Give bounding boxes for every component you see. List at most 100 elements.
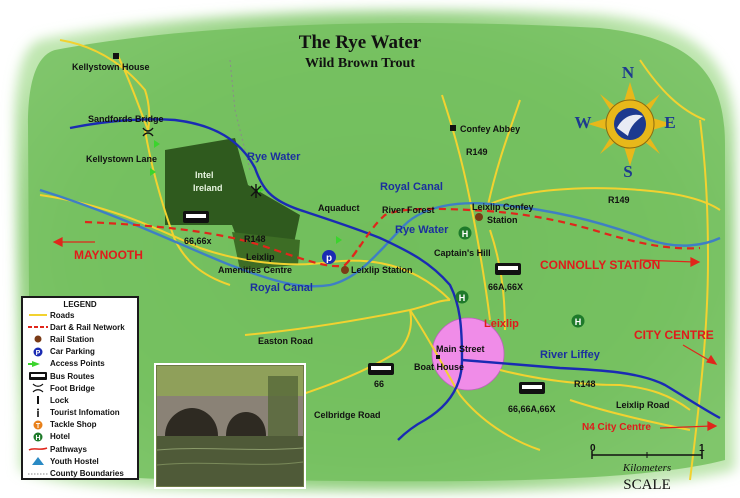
legend-item-label: Youth Hostel bbox=[50, 456, 99, 466]
royal-canal bbox=[39, 188, 721, 288]
legend-item: Dart & Rail Network bbox=[26, 321, 134, 333]
hotel-icon: H bbox=[571, 314, 585, 328]
kellystown-house-marker bbox=[113, 53, 119, 59]
legend-item-label: Hotel bbox=[50, 432, 70, 442]
label-kellystown-house: Kellystown House bbox=[72, 62, 150, 72]
legend-item-label: Pathways bbox=[50, 444, 87, 454]
compass-rose: N E S W bbox=[575, 63, 676, 181]
label-royal-canal-lower: Royal Canal bbox=[250, 282, 313, 294]
rail-to-leixlip-station bbox=[344, 244, 361, 266]
label-r148-b: R148 bbox=[574, 379, 596, 389]
label-kellystown-lane: Kellystown Lane bbox=[86, 154, 157, 164]
legend-item-label: Access Points bbox=[50, 359, 105, 369]
map-title: The Rye Water bbox=[299, 32, 422, 53]
label-aquaduct: Aquaduct bbox=[318, 203, 360, 213]
legend-item: Bus Routes bbox=[26, 370, 134, 382]
foot-bridge-icon bbox=[32, 383, 44, 393]
legend-item: Lock bbox=[26, 394, 134, 406]
legend-title: LEGEND bbox=[63, 300, 97, 309]
legend-item: H Hotel bbox=[26, 431, 134, 443]
road-r149-east bbox=[689, 119, 710, 481]
tourist-info-icon bbox=[37, 408, 39, 417]
compass-north: N bbox=[622, 63, 635, 82]
label-r148-a: R148 bbox=[244, 234, 266, 244]
label-maynooth: MAYNOOTH bbox=[74, 248, 143, 262]
label-river-forest: River Forest bbox=[382, 205, 435, 215]
legend-item: Foot Bridge bbox=[26, 382, 134, 394]
road-confey-abbey bbox=[441, 94, 491, 321]
label-boat-house: Boat House bbox=[414, 362, 464, 372]
road-easton bbox=[244, 299, 451, 336]
access-point-icon bbox=[150, 168, 156, 176]
bus-route-icon bbox=[519, 382, 545, 394]
intel-ireland-site bbox=[165, 138, 300, 268]
road-r149 bbox=[487, 99, 721, 211]
bus-icon bbox=[29, 372, 47, 381]
main-street-marker bbox=[436, 355, 440, 359]
legend-item-label: Rail Station bbox=[50, 334, 95, 344]
compass-west: W bbox=[575, 113, 592, 132]
legend-item-label: Foot Bridge bbox=[50, 383, 95, 393]
legend-item: Access Points bbox=[26, 358, 134, 370]
tackle-shop-t-icon: T bbox=[33, 420, 43, 430]
label-intel-ireland-1: Intel bbox=[195, 170, 214, 180]
label-leixlip-confey-1: Leixlip Confey bbox=[472, 202, 534, 212]
label-leixlip-amenities-1: Leixlip bbox=[246, 252, 275, 262]
svg-text:p: p bbox=[326, 253, 332, 264]
river-liffey bbox=[461, 358, 721, 420]
scale-bar: 0 1 Kilometers SCALE bbox=[590, 443, 705, 493]
label-captains-hill: Captain's Hill bbox=[434, 248, 491, 258]
label-confey-abbey: Confey Abbey bbox=[460, 124, 520, 134]
rail-station-icon bbox=[475, 213, 483, 221]
scale-start: 0 bbox=[590, 443, 596, 454]
legend-item-label: Car Parking bbox=[50, 347, 95, 357]
label-city-centre: CITY CENTRE bbox=[634, 328, 714, 342]
scale-caption: SCALE bbox=[623, 477, 671, 493]
label-bus-66-66x: 66,66x bbox=[184, 236, 212, 246]
legend-item: P Car Parking bbox=[26, 346, 134, 358]
label-leixlip-confey-2: Station bbox=[487, 215, 518, 225]
label-r149-a: R149 bbox=[466, 147, 488, 157]
foot-bridge-icon bbox=[250, 184, 262, 198]
county-boundary bbox=[229, 59, 251, 171]
road-line-icon bbox=[29, 314, 47, 317]
svg-text:H: H bbox=[35, 435, 40, 442]
road-main-south bbox=[409, 309, 541, 451]
label-leixlip: Leixlip bbox=[484, 318, 519, 330]
label-celbridge-road: Celbridge Road bbox=[314, 410, 381, 420]
label-bus-66: 66 bbox=[374, 379, 384, 389]
foot-bridge-icon bbox=[142, 127, 154, 137]
legend-item-label: Dart & Rail Network bbox=[50, 322, 125, 332]
label-leixlip-road: Leixlip Road bbox=[616, 400, 670, 410]
access-point-icon bbox=[154, 140, 160, 148]
car-parking-icon: p bbox=[322, 250, 336, 264]
legend-item-label: County Boundaries bbox=[50, 469, 124, 479]
bus-route-icon bbox=[183, 211, 209, 223]
road-sandfords-north bbox=[59, 39, 151, 131]
legend-item: Tourist Infomation bbox=[26, 407, 134, 419]
legend-item: Rail Station bbox=[26, 333, 134, 345]
compass-east: E bbox=[664, 113, 675, 132]
label-connolly-station: CONNOLLY STATION bbox=[540, 258, 660, 272]
road-captains-hill bbox=[489, 229, 506, 331]
label-sandfords-bridge: Sandfords Bridge bbox=[88, 114, 164, 124]
svg-text:P: P bbox=[36, 350, 41, 357]
rail-station-icon bbox=[341, 266, 349, 274]
legend-item-label: Roads bbox=[50, 310, 75, 320]
label-leixlip-station: Leixlip Station bbox=[351, 265, 413, 275]
confey-abbey-marker bbox=[450, 125, 456, 131]
label-royal-canal-upper: Royal Canal bbox=[380, 181, 443, 193]
bus-route-icon bbox=[368, 363, 394, 375]
county-boundary-dotted-icon bbox=[28, 473, 48, 475]
label-easton-road: Easton Road bbox=[258, 336, 313, 346]
legend-item: Pathways bbox=[26, 443, 134, 455]
legend-item-label: Lock bbox=[50, 395, 69, 405]
label-n4-city-centre: N4 City Centre bbox=[582, 422, 651, 433]
bus-route-icon bbox=[495, 263, 521, 275]
pathway-line-icon bbox=[28, 447, 48, 451]
compass-south: S bbox=[623, 162, 632, 181]
